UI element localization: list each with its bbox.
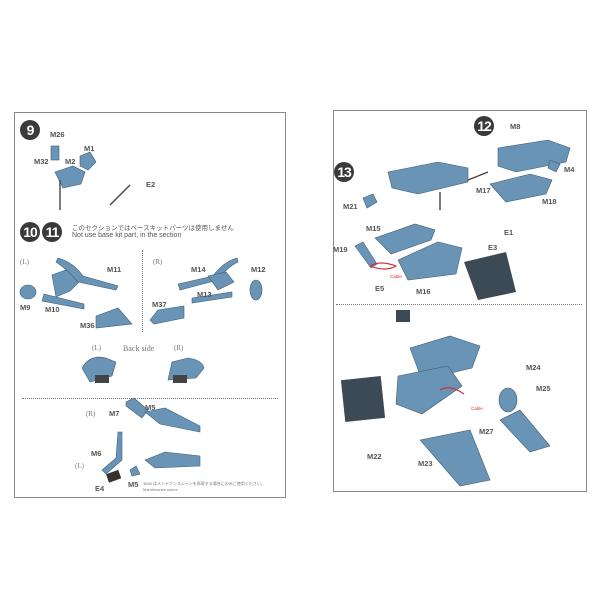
- label-cable-assembled: Cable: [471, 406, 483, 411]
- step-10-badge: 10: [20, 222, 40, 242]
- label-m37: M37: [152, 300, 167, 309]
- step-12-badge: 12: [474, 116, 494, 136]
- part-m36: [95, 307, 133, 329]
- label-m7: M7: [109, 409, 120, 418]
- label-lower-right: (R): [86, 410, 96, 418]
- part-m8: [497, 139, 571, 173]
- part-m21: [362, 193, 378, 209]
- part-m8-assembled: [387, 161, 469, 195]
- label-m27: M27: [479, 427, 494, 436]
- part-m13: [207, 271, 235, 291]
- label-m32: M32: [34, 157, 49, 166]
- step-11-badge: 11: [42, 222, 62, 242]
- note-japanese: このセクションではベースキットパーツは使用しません: [72, 225, 234, 232]
- label-m22: M22: [367, 452, 382, 461]
- label-m13: M13: [197, 290, 212, 299]
- label-cable-13: Cable: [390, 274, 402, 279]
- note-english: Not use base kit part, in the section: [72, 232, 182, 239]
- m5-note: ※M5 はメンテナンスシーンを再現する場合にのみご使用ください。: [143, 481, 265, 486]
- cable-highlight: [369, 262, 398, 270]
- m5-note-en: Maintenance scene: [143, 487, 178, 492]
- label-e1: E1: [504, 228, 514, 237]
- part-m11: [55, 257, 119, 291]
- label-e2: E2: [146, 180, 156, 189]
- part-m2: [54, 165, 86, 189]
- part-radiator: [340, 376, 386, 422]
- label-m5-bottom: M5: [128, 480, 139, 489]
- label-m8: M8: [510, 122, 521, 131]
- label-right-side: (R): [153, 258, 163, 266]
- label-lower-left: (L): [75, 462, 84, 470]
- part-m9: [19, 284, 37, 300]
- label-m6: M6: [91, 449, 102, 458]
- label-m19: M19: [333, 245, 348, 254]
- part-m6: [101, 431, 123, 475]
- label-m23: M23: [418, 459, 433, 468]
- label-m1: M1: [84, 144, 95, 153]
- label-m36: M36: [80, 321, 95, 330]
- label-left-side: (L): [20, 258, 29, 266]
- label-m25: M25: [536, 384, 551, 393]
- divider-right: [336, 304, 582, 305]
- divider-vertical: [142, 250, 143, 332]
- label-m4: M4: [564, 165, 575, 174]
- divider-left: [22, 398, 278, 399]
- label-back-right: (R): [174, 344, 184, 352]
- label-m21: M21: [343, 202, 358, 211]
- part-dark-block: [464, 252, 516, 300]
- part-m14: [177, 257, 239, 291]
- label-m5-top: M5: [145, 403, 156, 412]
- part-m16: [397, 241, 463, 281]
- part-m37: [149, 305, 185, 325]
- part-e4: [105, 469, 122, 483]
- label-m2: M2: [65, 157, 76, 166]
- label-m16: M16: [416, 287, 431, 296]
- label-m9: M9: [20, 303, 31, 312]
- label-e4: E4: [95, 484, 105, 493]
- part-m12: [249, 279, 263, 301]
- label-m17: M17: [476, 186, 491, 195]
- label-m12: M12: [251, 265, 266, 274]
- label-back-left: (L): [92, 344, 101, 352]
- label-e3: E3: [488, 243, 498, 252]
- label-m24: M24: [526, 363, 541, 372]
- label-m15: M15: [366, 224, 381, 233]
- part-m15: [374, 223, 436, 255]
- part-m1: [79, 151, 97, 171]
- label-m18: M18: [542, 197, 557, 206]
- label-m26: M26: [50, 130, 65, 139]
- label-e5: E5: [375, 284, 385, 293]
- label-m10: M10: [45, 305, 60, 314]
- part-m17-m18: [489, 173, 553, 203]
- label-m14: M14: [191, 265, 206, 274]
- label-back-side: Back side: [123, 344, 155, 353]
- part-m32: [50, 145, 60, 161]
- step-9-badge: 9: [20, 120, 40, 140]
- label-m11: M11: [107, 265, 122, 274]
- part-m4: [547, 159, 561, 173]
- step-13-badge: 13: [334, 162, 354, 182]
- part-m5-small: [129, 465, 141, 477]
- part-m5: [144, 407, 201, 433]
